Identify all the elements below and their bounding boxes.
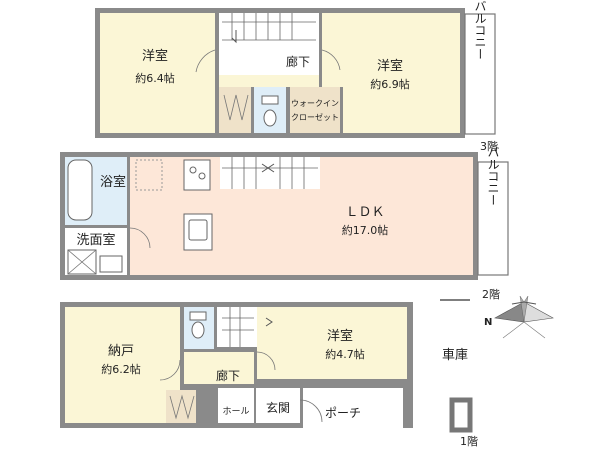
washroom-label: 洗面室 [76,232,115,248]
door-swing-icon [256,351,276,371]
hall-label: ホール [222,406,249,417]
first-hallway-label: 廊下 [216,368,240,383]
bathtub-icon [67,159,93,221]
porch-area [303,388,403,428]
toilet-icon [191,321,205,339]
second-stair-area [220,157,320,189]
stair-arrow-icon [261,163,275,173]
toilet-tank-icon [261,95,279,105]
western-room-b-lower-area [343,87,460,133]
second-floor-label: 2階 [482,287,500,301]
entrance-area [256,388,300,423]
first-stairs [222,307,254,347]
closet-shelf-area [219,87,251,133]
western-room-b-area [322,13,460,87]
kitchen-sink-icon [183,213,213,251]
western-room-a-size: 約6.4帖 [135,71,175,85]
third-floor [95,8,496,138]
door-swing-icon [321,49,341,71]
storage-area [65,307,180,423]
storage-name: 納戸 [108,344,134,359]
garage-label: 車庫 [442,348,468,363]
third-balcony [464,13,496,135]
ldk-name: ＬＤＫ [345,205,384,220]
first-western-room-size: 約4.7帖 [325,347,365,361]
toilet-icon [263,109,277,127]
fridge-space-icon [135,159,163,191]
door-swing-icon [195,49,216,73]
third-floor-label: 3階 [480,139,498,153]
sink-icon [99,255,123,273]
compass-icon [440,295,554,339]
shelf-icon [223,94,249,121]
stove-icon [183,159,211,191]
western-room-a-area [100,13,215,133]
garage-post [449,397,473,433]
kitchen-basin-icon [188,219,208,241]
stair-area [219,13,319,75]
first-western-room-name: 洋室 [327,328,353,344]
door-swing-icon [129,227,151,249]
first-floor [60,302,473,433]
stair-arrow-icon [231,30,237,44]
storage-size: 約6.2帖 [101,362,141,376]
burner-icon [198,172,206,180]
entrance-label: 玄関 [266,400,290,415]
western-room-area [257,307,407,379]
compass-north-label: N [484,317,492,328]
third-hallway-label: 廊下 [286,54,310,69]
walk-in-closet-area [290,87,340,133]
western-room-b-size: 約6.9帖 [370,77,410,91]
ldk-size: 約17.0帖 [342,223,389,237]
door-swing-icon [159,359,181,381]
bathroom-label: 浴室 [100,174,126,190]
hallway-area [219,75,319,87]
second-balcony-label: バルコニー [486,146,500,206]
shelf-icon [169,394,195,420]
stair-area [217,307,257,347]
western-room-b-name: 洋室 [377,58,403,74]
hall-area [218,388,254,423]
washer-cross-icon [67,249,97,275]
second-floor [60,152,509,280]
porch-label: ポーチ [325,406,361,420]
first-floor-label: 1階 [460,434,478,448]
second-balcony [477,161,509,276]
hallway-area [184,352,254,384]
stair-arrow-icon [265,317,273,327]
third-balcony-label: バルコニー [473,0,487,60]
western-room-a-name: 洋室 [142,48,168,64]
third-stairs [222,13,316,41]
toilet-tank-icon [189,311,207,321]
walk-in-closet-label-1: ウォークイン [291,99,339,108]
door-swing-icon [299,399,323,423]
walk-in-closet-label-2: クローゼット [291,112,339,122]
burner-icon [189,166,197,174]
second-stairs [222,157,318,189]
